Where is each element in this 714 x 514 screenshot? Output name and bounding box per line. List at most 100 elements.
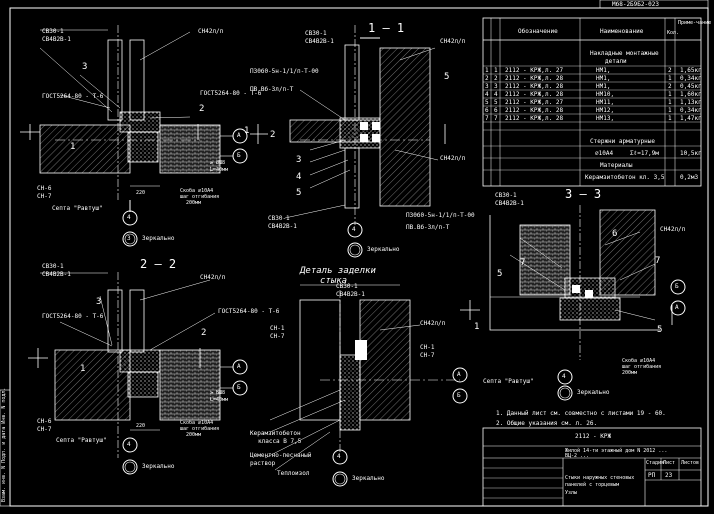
axis-b-bc: Б: [457, 392, 461, 399]
table-cell-code: 2112 - КРЖ,: [505, 99, 545, 106]
bl-sv30: СВ30-1: [42, 263, 64, 270]
note-2: 2. Общие указания см. л. 26.: [496, 420, 598, 427]
table-cell-sheet: л. 27: [545, 99, 564, 106]
rc-sv482: СВ4В2В-1: [495, 200, 524, 207]
stamp-sheet: 23: [665, 472, 673, 479]
table-cell-pos: 4: [494, 91, 498, 98]
rc-pos-5b: 5: [657, 325, 663, 335]
stamp-stage-h: Стадия: [646, 460, 665, 466]
pos-3: 3: [82, 62, 88, 72]
bl-pos-1: 1: [80, 364, 86, 374]
bl-septa: Септа "Равтуш": [56, 437, 107, 444]
mirror-tl: Зеркально: [142, 235, 175, 242]
table-cell-name: НМ10,: [596, 91, 615, 98]
table-cell-name: НМ11,: [596, 99, 615, 106]
table-cell-pos: 7: [494, 115, 498, 122]
table-cell-code: 2112 - КРЖ,: [505, 75, 545, 82]
bc-mat-2: класса В 7,5: [258, 438, 302, 445]
axis-a-rc: А: [675, 304, 679, 311]
rc-pos-1: 1: [474, 322, 480, 332]
tbl-section2: Стержни арматурные: [590, 138, 656, 145]
title-1-1: 1 — 1: [368, 21, 405, 35]
detail-3-3: [460, 205, 686, 401]
tc-pos-4: 4: [296, 172, 302, 182]
bl-weld: ≥ 8Ш8: [210, 390, 226, 396]
label-weld: ≥ 8Ш8: [210, 160, 226, 166]
left-stamp-box: [0, 389, 11, 507]
title-stamp: [482, 427, 702, 507]
tbl-rod-name: ∅10А4: [595, 150, 614, 157]
stamp-sheet-h: Лист: [663, 460, 676, 466]
rc-pv: ПВ.Вб-3л/п-Т: [406, 224, 450, 231]
bl-anchor-2: шаг отгибания: [180, 426, 220, 432]
table-cell-code: 2112 - КРЖ,: [505, 115, 545, 122]
table-cell-pos: 6: [494, 107, 498, 114]
bl-sv482: СВ4В2В-1: [42, 271, 71, 278]
table-cell-note: 0,45кг: [680, 83, 702, 90]
bc-mat-1: Керамзитобетон: [250, 430, 301, 437]
table-cell-code: 2112 - КРЖ,: [505, 91, 545, 98]
bl-gost-2: ГОСТ5264-80 - Т-6: [218, 308, 280, 315]
table-cell-code: 2112 - КРЖ,: [505, 107, 545, 114]
table-cell-note: 1,47кг: [680, 115, 702, 122]
th-designation: Обозначение: [518, 28, 558, 35]
mark-4-bl: 4: [127, 441, 131, 448]
table-cell-q: 2: [668, 83, 672, 90]
label-anchor-2: шаг отгибания: [180, 194, 220, 200]
mirror-bl: Зеркально: [142, 463, 175, 470]
label-sn42: СН42л/п: [198, 28, 224, 35]
svg-text:220: 220: [136, 190, 145, 196]
table-cell-q: 1: [668, 107, 672, 114]
table-cell-sheet: л. 28: [545, 75, 564, 82]
tc-sn42-2: СН42л/п: [440, 155, 466, 162]
axis-b-rc: Б: [675, 283, 679, 290]
detail-top-left: 220: [20, 25, 248, 247]
tbl-mat-note: 0,2м3: [680, 174, 699, 181]
bc-sv30: СВ30-1: [336, 283, 358, 290]
table-cell-name: НМ13,: [596, 115, 615, 122]
left-stamp-text: Взам. инв. N Подп. и дата Инв. N подл.: [1, 387, 7, 502]
bl-pos-3: 3: [96, 297, 102, 307]
table-cell-code: 2112 - КРЖ,: [505, 83, 545, 90]
label-septa: Септа "Равтуш": [52, 205, 103, 212]
tc-pz: ПЗ0б0-5н-1/1/п-Т-00: [250, 68, 319, 75]
tc-sv482: СВ4В2В-1: [305, 38, 334, 45]
rc-sv30: СВ30-1: [495, 192, 517, 199]
stamp-desc-1: Жилой 14-ти этажный дом N 2012 ...: [565, 448, 668, 454]
stamp-title-3: Узлы: [565, 490, 578, 496]
table-cell-sheet: л. 28: [545, 107, 564, 114]
table-cell-note: 0,34кг: [680, 107, 702, 114]
table-cell-n: 4: [485, 91, 489, 98]
table-cell-q: 1: [668, 91, 672, 98]
title-3-3: 3 — 3: [565, 187, 602, 201]
th-name: Наименование: [600, 28, 644, 35]
table-cell-pos: 1: [494, 67, 498, 74]
rc-anchor: Скоба ∅10А4: [622, 358, 656, 364]
bl-sn6: СН-6: [37, 418, 52, 425]
axis-b-tl: Б: [237, 152, 241, 159]
table-cell-n: 2: [485, 75, 489, 82]
axis-a-bc: А: [457, 371, 461, 378]
tc-pos-5: 5: [444, 72, 450, 82]
note-1: 1. Данный лист см. совместно с листами 1…: [496, 410, 666, 417]
stamp-desc-2: ВЦ-2 ...: [565, 453, 590, 459]
label-gost-1: ГОСТ5264-80 - Т-6: [42, 93, 104, 100]
axis-a-bl: А: [237, 363, 241, 370]
th-note: Приме-чание: [678, 20, 712, 26]
rc-pz: ПЗ0б0-5н-1/1/п-Т-00: [406, 212, 475, 219]
rc-pos-7b: 7: [655, 256, 661, 266]
mark-3-tl: 3: [127, 235, 131, 242]
mirror-bc: Зеркально: [352, 475, 385, 482]
table-cell-n: 6: [485, 107, 489, 114]
stamp-title-2: панелей с торцевым: [565, 482, 620, 488]
bc-mat-4: раствор: [250, 460, 276, 467]
label-sn7: СН-7: [37, 193, 52, 200]
tbl-section3: Материалы: [600, 162, 633, 169]
axis-b-bl: Б: [237, 384, 241, 391]
label-gost-2: ГОСТ5264-80 - Т-6: [200, 90, 262, 97]
table-cell-pos: 2: [494, 75, 498, 82]
table-cell-sheet: л. 27: [545, 67, 564, 74]
mirror-tc: Зеркально: [367, 246, 400, 253]
table-cell-name: НМ1,: [596, 83, 611, 90]
